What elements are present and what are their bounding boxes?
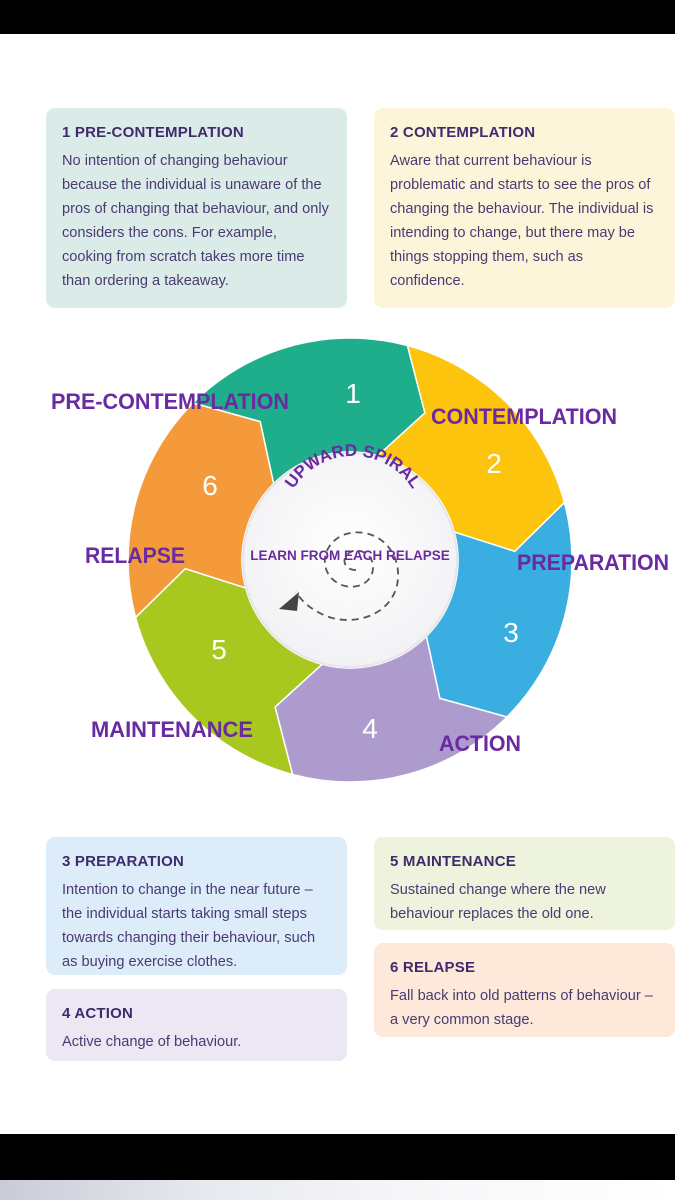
stage-label-4: ACTION: [439, 731, 521, 756]
stage-number-6: 6: [202, 470, 218, 501]
center-hub: [242, 452, 458, 668]
stage-number-2: 2: [486, 448, 502, 479]
stage-label-3: PREPARATION: [517, 550, 669, 575]
card-action: 4 ACTION Active change of behaviour.: [46, 989, 347, 1061]
card-title: 1 PRE-CONTEMPLATION: [62, 124, 244, 141]
card-text: Active change of behaviour.: [62, 1034, 242, 1050]
center-text: LEARN FROM EACH RELAPSE: [250, 548, 450, 563]
stage-label-2: CONTEMPLATION: [431, 404, 617, 429]
stage-number-1: 1: [345, 378, 361, 409]
card-title: 6 RELAPSE: [390, 959, 476, 976]
card-title: 4 ACTION: [62, 1005, 134, 1022]
card-text: No intention of changing behaviour becau…: [62, 153, 329, 289]
card-preparation: 3 PREPARATION Intention to change in the…: [46, 837, 347, 975]
card-text: Sustained change where the new behaviour…: [390, 882, 606, 922]
top-black-bar: [0, 0, 675, 34]
stage-number-5: 5: [211, 634, 227, 665]
stage-label-1: PRE-CONTEMPLATION: [51, 389, 289, 414]
card-title: 3 PREPARATION: [62, 853, 185, 870]
footer-strip: [0, 1180, 675, 1200]
stage-label-6: RELAPSE: [85, 543, 185, 568]
card-text: Aware that current behaviour is problema…: [390, 153, 654, 289]
stages-of-change-wheel: UPWARD SPIRAL LEARN FROM EACH RELAPSE 12…: [51, 337, 669, 783]
card-title: 5 MAINTENANCE: [390, 853, 516, 870]
stage-number-3: 3: [503, 617, 519, 648]
card-relapse: 6 RELAPSE Fall back into old patterns of…: [374, 943, 675, 1037]
card-text: Fall back into old patterns of behaviour…: [390, 988, 653, 1028]
bottom-black-bar: [0, 1134, 675, 1180]
stage-label-5: MAINTENANCE: [91, 717, 253, 742]
card-text: Intention to change in the near future –…: [62, 882, 316, 970]
card-pre-contemplation: 1 PRE-CONTEMPLATION No intention of chan…: [46, 108, 347, 308]
card-contemplation: 2 CONTEMPLATION Aware that current behav…: [374, 108, 675, 308]
stage-number-4: 4: [362, 713, 378, 744]
spiral-icon: [295, 531, 399, 621]
card-maintenance: 5 MAINTENANCE Sustained change where the…: [374, 837, 675, 930]
card-title: 2 CONTEMPLATION: [390, 124, 536, 141]
spiral-arrow-icon: [279, 592, 299, 611]
